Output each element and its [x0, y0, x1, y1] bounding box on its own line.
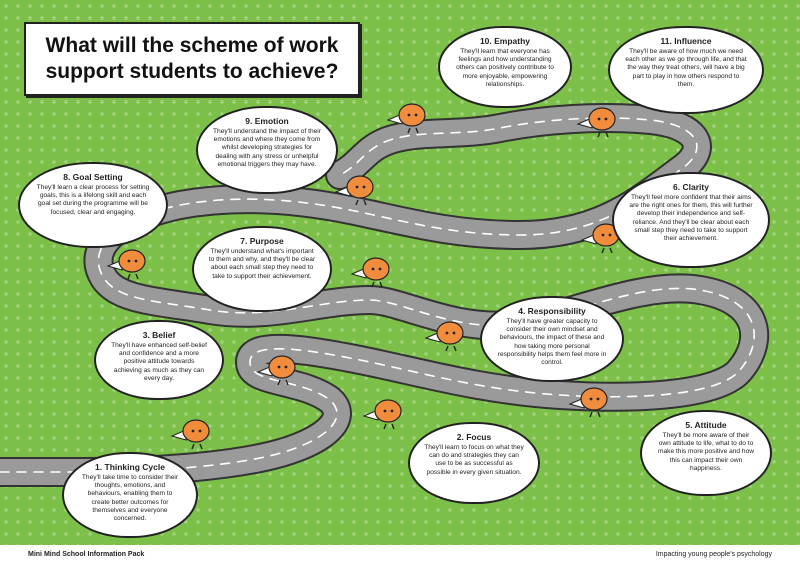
step-purpose: 7. Purpose They'll understand what's imp… — [192, 226, 332, 312]
brain-character-icon — [386, 103, 426, 134]
step-heading: 1. Thinking Cycle — [95, 462, 165, 472]
step-heading: 2. Focus — [456, 432, 492, 442]
step-heading: 6. Clarity — [673, 182, 709, 192]
step-text: They'll understand the impact of their e… — [213, 128, 321, 168]
footer-left: Mini Mind School Information Pack — [28, 551, 145, 558]
page-title: What will the scheme of work support stu… — [45, 34, 339, 83]
step-heading: 9. Emotion — [245, 116, 289, 126]
step-heading: 3. Belief — [142, 330, 176, 340]
brain-character-icon — [424, 321, 464, 352]
step-heading: 5. Attitude — [685, 420, 727, 430]
step-empathy: 10. Empathy They'll learn that everyone … — [438, 26, 572, 108]
step-text: They'll learn to focus on what they can … — [424, 444, 524, 476]
step-text: They'll take time to consider their thou… — [81, 474, 179, 523]
step-clarity: 6. Clarity They'll feel more confident t… — [612, 172, 770, 268]
step-belief: 3. Belief They'll have enhanced self-bel… — [94, 320, 224, 400]
footer: Mini Mind School Information Pack Impact… — [0, 545, 800, 565]
brain-character-icon — [256, 355, 296, 386]
brain-character-icon — [334, 175, 374, 206]
step-responsibility: 4. Responsibility They'll have greater c… — [480, 296, 624, 382]
step-heading: 10. Empathy — [479, 36, 531, 46]
brain-character-icon — [362, 399, 402, 430]
brain-character-icon — [576, 107, 616, 138]
step-text: They'll have enhanced self-belief and co… — [111, 342, 207, 382]
step-text: They'll feel more confident that their a… — [629, 194, 753, 243]
step-text: They'll have greater capacity to conside… — [497, 318, 607, 367]
step-goal-setting: 8. Goal Setting They'll learn a clear pr… — [18, 162, 168, 248]
step-emotion: 9. Emotion They'll understand the impact… — [196, 106, 338, 194]
step-focus: 2. Focus They'll learn to focus on what … — [408, 422, 540, 504]
step-thinking-cycle: 1. Thinking Cycle They'll take time to c… — [62, 452, 198, 538]
step-heading: 8. Goal Setting — [63, 172, 123, 182]
step-heading: 11. Influence — [660, 36, 712, 46]
brain-character-icon — [170, 419, 210, 450]
step-text: They'll be aware of how much we need eac… — [625, 48, 747, 88]
step-text: They'll learn a clear process for settin… — [36, 184, 150, 216]
brain-character-icon — [350, 257, 390, 288]
step-text: They'll understand what's important to t… — [208, 248, 316, 280]
footer-right: Impacting young people's psychology — [655, 551, 772, 558]
step-heading: 7. Purpose — [240, 236, 284, 246]
title-box: What will the scheme of work support stu… — [24, 22, 360, 96]
step-heading: 4. Responsibility — [518, 306, 586, 316]
step-text: They'll learn that everyone has feelings… — [456, 48, 554, 88]
brain-character-icon — [106, 249, 146, 280]
winding-road — [0, 103, 770, 487]
step-attitude: 5. Attitude They'll be more aware of the… — [640, 410, 772, 496]
step-text: They'll be more aware of their own attit… — [657, 432, 755, 472]
step-influence: 11. Influence They'll be aware of how mu… — [608, 26, 764, 114]
brain-character-icon — [568, 387, 608, 418]
